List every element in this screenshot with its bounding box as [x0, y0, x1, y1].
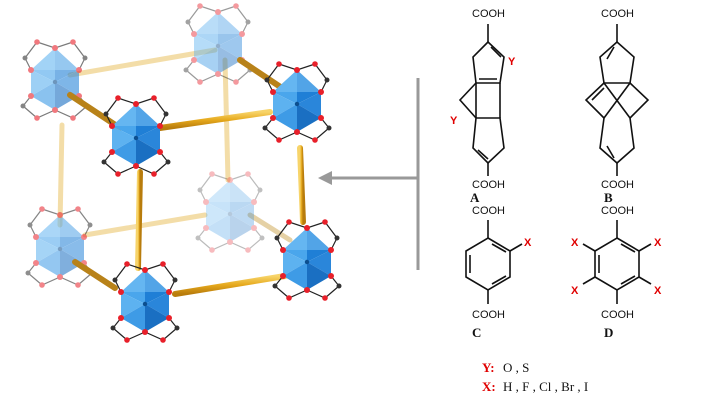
linker-c [465, 220, 523, 304]
framework-rods-front [67, 57, 306, 297]
linker-d-substituent-br: X [654, 285, 662, 297]
legend-y-key: Y: [482, 360, 495, 375]
cluster-front-top-right [261, 60, 333, 144]
linker-b [584, 24, 650, 176]
cluster-front-bottom-right [271, 218, 343, 302]
linker-d-bottom-group: COOH [601, 309, 634, 321]
linker-a-label: A [470, 190, 480, 205]
cluster-back-top-left [19, 38, 91, 122]
arrow-bracket [318, 78, 420, 270]
linker-d-substituent-tl: X [571, 237, 579, 249]
linker-b-bottom-group: COOH [601, 179, 634, 191]
cluster-front-top-left [100, 94, 172, 178]
legend-y-values: O , S [503, 360, 529, 375]
linker-a-substituent-bottom: Y [450, 115, 458, 127]
legend-x-key: X: [482, 379, 496, 394]
linker-a [458, 24, 505, 176]
cluster-back-top [182, 2, 254, 86]
linker-a-top-group: COOH [472, 8, 505, 20]
linker-a-bottom-group: COOH [472, 179, 505, 191]
mof-framework [19, 2, 343, 344]
legend-x-values: H , F , Cl , Br , I [503, 379, 588, 394]
linker-c-top-group: COOH [472, 205, 505, 217]
linker-c-bottom-group: COOH [472, 309, 505, 321]
linker-b-top-group: COOH [601, 8, 634, 20]
linker-c-substituent: X [524, 237, 532, 249]
linker-d-substituent-bl: X [571, 285, 579, 297]
linker-b-label: B [604, 190, 613, 205]
cluster-front-bottom-left [109, 260, 181, 344]
cluster-back-left [24, 205, 96, 289]
substituent-legend: Y: O , S X: H , F , Cl , Br , I [482, 360, 588, 394]
framework-rods-back [57, 47, 293, 243]
linker-d-substituent-tr: X [654, 237, 662, 249]
linker-d [582, 220, 652, 304]
linker-a-substituent-top: Y [508, 56, 516, 68]
linker-c-label: C [472, 325, 481, 340]
linker-d-label: D [604, 325, 613, 340]
cluster-back-center [194, 170, 266, 254]
linker-d-top-group: COOH [601, 205, 634, 217]
